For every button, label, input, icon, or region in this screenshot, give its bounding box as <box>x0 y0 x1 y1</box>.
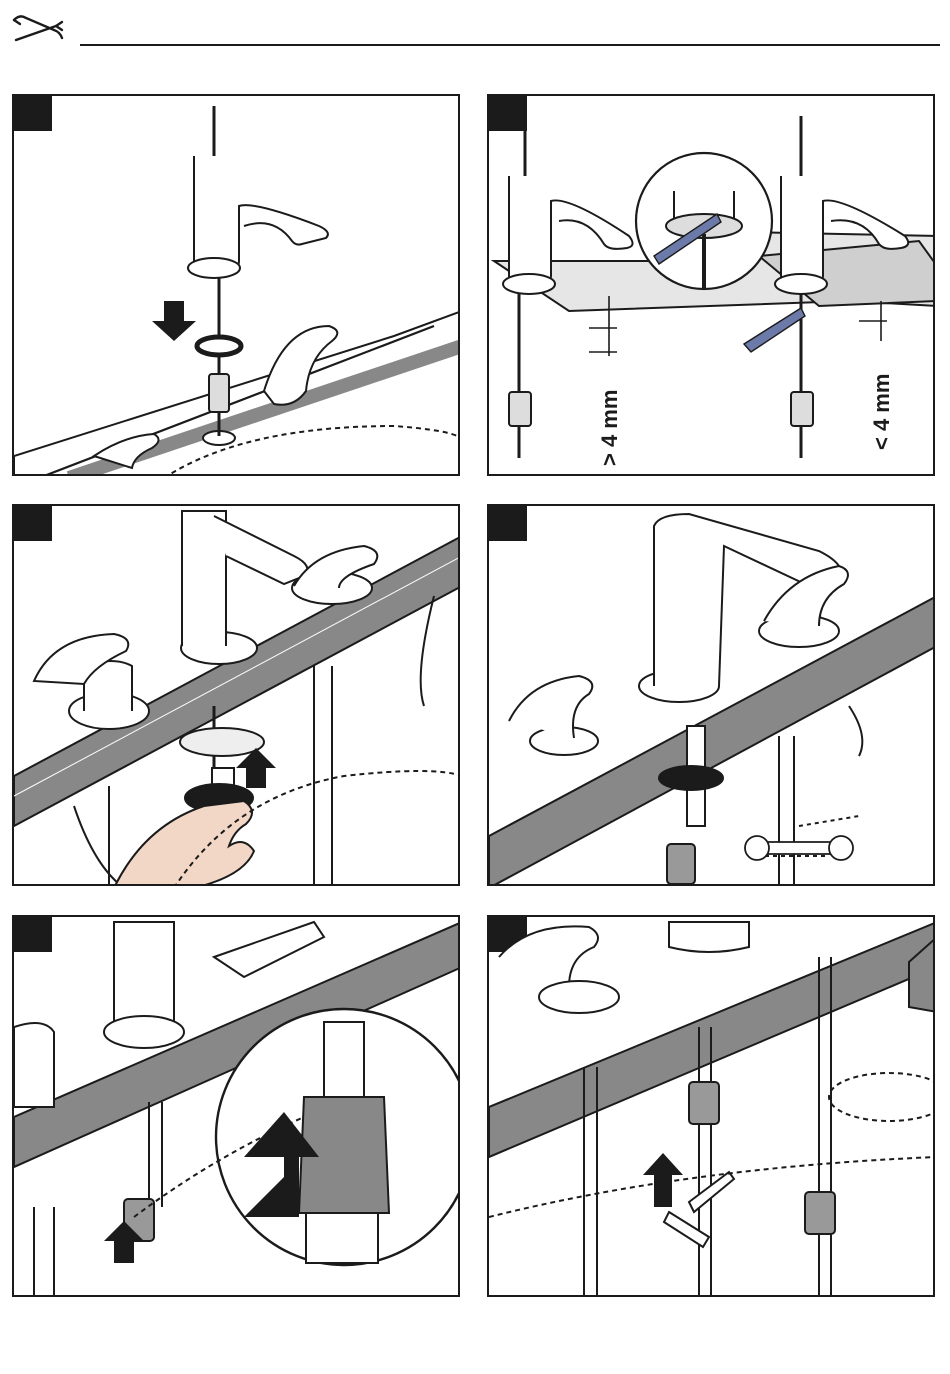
panel-step-5 <box>12 915 460 1297</box>
down-arrow-icon <box>152 301 196 341</box>
header-rule <box>80 44 940 46</box>
quick-connector-illustration <box>14 917 460 1297</box>
panel-step-1 <box>12 94 460 476</box>
dimension-label-less: < 4 mm <box>869 374 895 450</box>
dimension-label-greater: > 4 mm <box>597 390 623 466</box>
install-spout-illustration <box>14 96 460 476</box>
panel-step-3 <box>12 504 460 886</box>
panel-step-2: > 4 mm < 4 mm <box>487 94 935 476</box>
tools-icon <box>10 12 66 48</box>
panel-step-6 <box>487 915 935 1297</box>
tighten-nut-illustration <box>489 506 935 886</box>
panel-step-4 <box>487 504 935 886</box>
t-piece-illustration <box>489 917 935 1297</box>
mounting-ring-illustration <box>14 506 460 886</box>
